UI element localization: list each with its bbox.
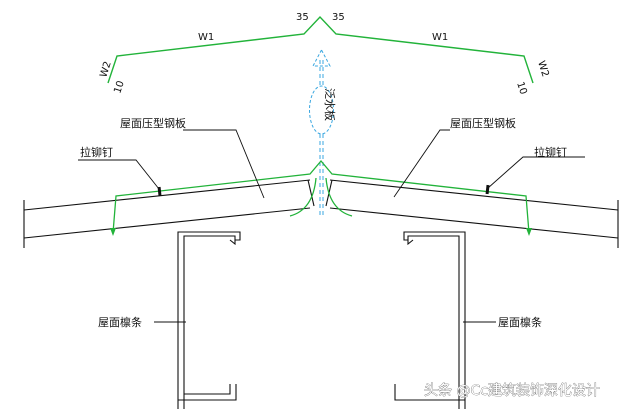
rivet-right-icon (485, 184, 490, 195)
flashing-name-label: 泛水板 (323, 88, 337, 121)
arrow-head (312, 48, 331, 67)
flashing-name-ellipse (309, 85, 334, 135)
watermark-text: 头条 @Cc建筑装饰深化设计 (424, 382, 600, 399)
purlin-right (403, 231, 466, 409)
purlin-left-label: 屋面檩条 (98, 315, 142, 329)
dim-drop-left: W2 (98, 60, 113, 79)
flashing-installed (112, 159, 530, 234)
dim-slope-right: W1 (432, 32, 448, 43)
rivet-left-label: 拉铆钉 (80, 145, 113, 159)
roof-sheet-left-label: 屋面压型钢板 (120, 116, 186, 130)
dim-vertex-right: 35 (332, 12, 345, 23)
dim-slope-left: W1 (198, 32, 214, 43)
dim-drop-right: W2 (535, 60, 550, 79)
centerline-arrow (319, 60, 324, 218)
flashing-hem-arrows (110, 228, 532, 236)
flashing-profile (107, 15, 534, 84)
leader-lines (78, 129, 585, 323)
purlin-right-label: 屋面檩条 (498, 315, 542, 329)
purlin-left (177, 231, 241, 409)
dim-hem-left: 10 (112, 79, 126, 95)
purlin-bottom-flanges (178, 384, 465, 401)
roof-sheet-right-label: 屋面压型钢板 (450, 116, 516, 130)
roof-sheet-left (23, 179, 315, 248)
dim-hem-right: 10 (514, 81, 528, 97)
dim-vertex-left: 35 (296, 12, 309, 23)
rivet-right-label: 拉铆钉 (534, 145, 567, 159)
